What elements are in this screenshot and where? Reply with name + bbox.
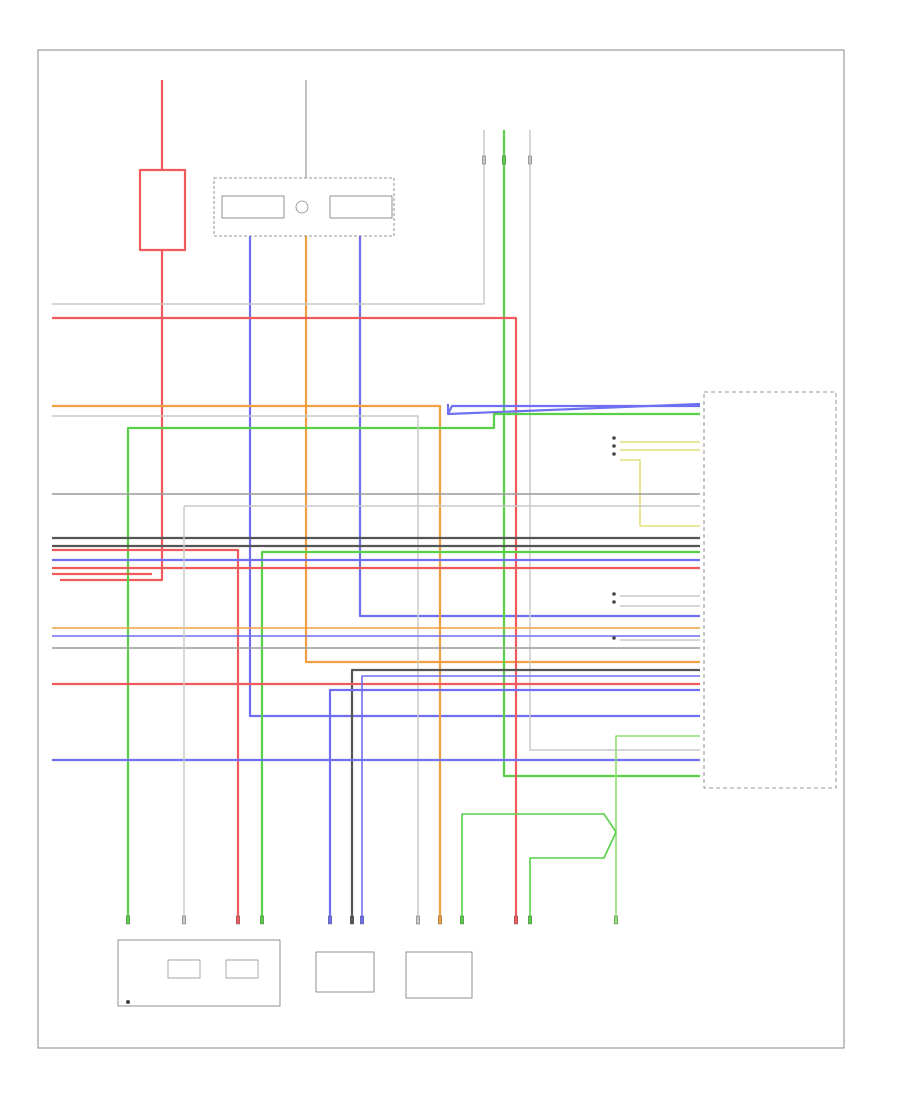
wire-blue-bottom xyxy=(328,688,700,920)
component-boxes xyxy=(117,177,837,1007)
component-box-2 xyxy=(315,951,375,993)
splice-point-2 xyxy=(612,444,616,448)
ecm-box xyxy=(703,391,837,789)
wire-orange-top xyxy=(52,404,442,920)
wire-red-ecm-1 xyxy=(52,548,240,920)
bottom-connector-pin-7 xyxy=(360,915,365,925)
relay-box-inner-left xyxy=(221,195,285,219)
wire-blue-bottom-2 xyxy=(361,675,700,920)
connector-pins xyxy=(125,155,619,925)
wire-dark-ecm-3 xyxy=(350,668,700,920)
splice-point-3 xyxy=(612,452,616,456)
splice-point-4 xyxy=(612,592,616,596)
wire-blue-ecm-1 xyxy=(447,404,700,415)
splice-point-5 xyxy=(612,600,616,604)
bottom-connector-pin-12 xyxy=(528,915,533,925)
bottom-connector-pin-8 xyxy=(416,915,421,925)
wire-green-ecm xyxy=(126,412,700,920)
wire-green-ecm-2 xyxy=(260,550,700,920)
bottom-connector-pin-9 xyxy=(438,915,443,925)
wire-splice-gray xyxy=(52,130,485,305)
relay-box xyxy=(213,177,395,237)
splice-point-1 xyxy=(612,436,616,440)
splice-connector-pin-1 xyxy=(482,155,487,165)
bottom-connector-pin-4 xyxy=(260,915,265,925)
switch-symbol-2 xyxy=(225,959,259,979)
wire-gray-ecm-2 xyxy=(52,415,419,920)
splice-connector-pin-2 xyxy=(502,155,507,165)
splice-point-6 xyxy=(612,636,616,640)
wire-relay-orange xyxy=(304,236,700,664)
wire-splice-gray-2 xyxy=(529,130,700,751)
bottom-connector-pin-2 xyxy=(181,915,186,925)
wire-fuse-left-red xyxy=(60,80,164,582)
wire-red-main xyxy=(52,316,518,916)
diagram-frame xyxy=(37,49,845,1049)
component-box-1 xyxy=(117,939,281,1007)
switch-symbol-1 xyxy=(167,959,201,979)
bottom-connector-pin-3 xyxy=(235,915,240,925)
bottom-connector-pin-1 xyxy=(125,915,130,925)
wire-relay-blue-left xyxy=(248,236,700,718)
wire-yellow-3 xyxy=(620,459,700,527)
ground-point xyxy=(126,1000,130,1004)
component-box-3 xyxy=(405,951,473,999)
relay-coil-symbol xyxy=(295,200,309,214)
wire-harness xyxy=(52,80,701,920)
wire-fuse-left-red-2 xyxy=(162,168,187,252)
relay-box-inner-right xyxy=(329,195,393,219)
wire-lightgreen-ecm xyxy=(615,735,700,920)
splice-connector-pin-3 xyxy=(528,155,533,165)
bottom-connector-pin-11 xyxy=(514,915,519,925)
wire-relay-blue-right xyxy=(358,236,700,618)
bottom-connector-pin-13 xyxy=(614,915,619,925)
bottom-connector-pin-10 xyxy=(460,915,465,925)
bottom-connector-pin-5 xyxy=(328,915,333,925)
bottom-connector-pin-6 xyxy=(350,915,355,925)
wire-splice-green xyxy=(502,130,700,778)
wire-green-ecm-3 xyxy=(461,813,617,920)
